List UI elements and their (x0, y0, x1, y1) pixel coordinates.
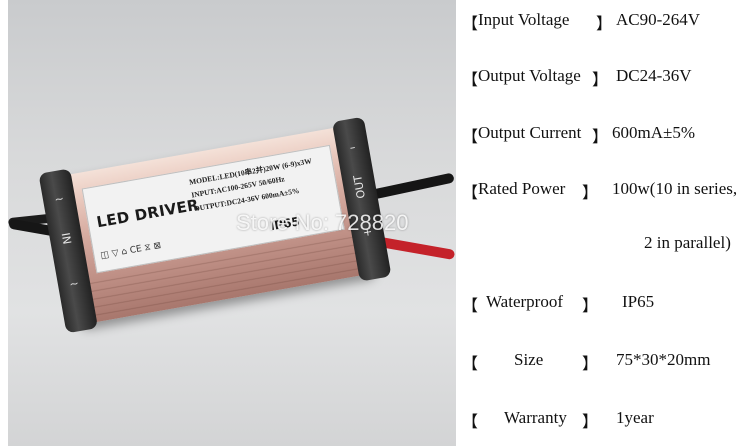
product-photo: ~ IN ~ – OUT + LED DRIVER MODEL:LED(10串2… (7, 0, 456, 446)
close-bracket: 】 (582, 354, 599, 373)
spec-value: 100w(10 in series, (612, 179, 738, 198)
store-watermark: Store No: 728820 (236, 210, 409, 235)
in-mark-top: ~ (53, 191, 65, 207)
certification-icons: ◫ ▽ ⌂ CE ⧖ ⊠ (99, 240, 162, 262)
spec-value: 75*30*20mm (616, 350, 711, 369)
spec-row-warranty: 【 Warranty 】 1year (462, 406, 750, 446)
spec-row-size: 【 Size 】 75*30*20mm (462, 348, 750, 388)
spec-label: Waterproof (486, 292, 563, 311)
open-bracket: 【 (462, 14, 479, 33)
spec-label: Output Current (478, 123, 582, 142)
spec-value: IP65 (622, 292, 655, 311)
close-bracket: 】 (596, 14, 613, 33)
spec-value: DC24-36V (616, 66, 692, 85)
spec-value-continued: 2 in parallel) (644, 233, 731, 252)
spec-row-output-voltage: 【 Output Voltage 】 DC24-36V (462, 64, 750, 104)
close-bracket: 】 (582, 412, 599, 431)
open-bracket: 【 (462, 127, 479, 146)
open-bracket: 【 (462, 183, 479, 202)
spec-value: 1year (616, 408, 654, 427)
spec-label: Size (514, 350, 544, 369)
spec-value: 600mA±5% (612, 123, 695, 142)
spec-label: Rated Power (478, 179, 566, 198)
spec-row-rated-power: 【 Rated Power 】 100w(10 in series, 2 in … (462, 177, 750, 267)
spec-row-input-voltage: 【 Input Voltage 】 AC90-264V (462, 8, 750, 48)
spec-label: Input Voltage (478, 10, 570, 29)
out-mark-top: – (348, 140, 357, 155)
spec-label: Warranty (504, 408, 567, 427)
in-mark-bottom: ~ (68, 276, 80, 292)
close-bracket: 】 (582, 296, 599, 315)
spec-label: Output Voltage (478, 66, 581, 85)
open-bracket: 【 (462, 354, 479, 373)
open-bracket: 【 (462, 70, 479, 89)
close-bracket: 】 (592, 127, 609, 146)
label-title: LED DRIVER (95, 195, 201, 232)
open-bracket: 【 (462, 412, 479, 431)
spec-list: 【 Input Voltage 】 AC90-264V 【 Output Vol… (462, 0, 750, 446)
spec-row-waterproof: 【 Waterproof 】 IP65 (462, 290, 750, 330)
spec-row-output-current: 【 Output Current 】 600mA±5% (462, 121, 750, 161)
spec-value: AC90-264V (616, 10, 701, 29)
close-bracket: 】 (582, 183, 599, 202)
close-bracket: 】 (592, 70, 609, 89)
open-bracket: 【 (462, 296, 479, 315)
in-mark-label: IN (58, 231, 74, 246)
out-mark-label: OUT (351, 174, 369, 200)
